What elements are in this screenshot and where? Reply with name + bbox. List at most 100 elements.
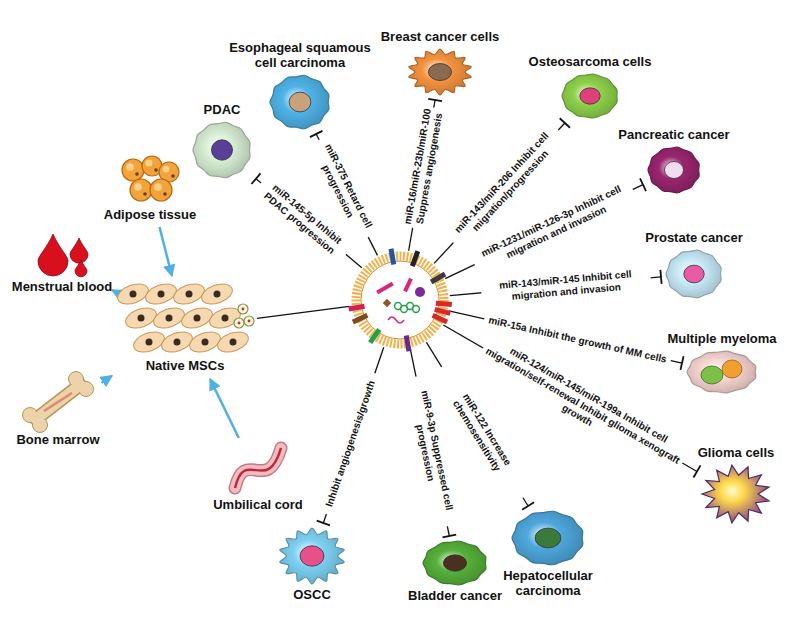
msc-cell <box>151 304 187 332</box>
msc-nucleus <box>186 291 193 298</box>
membrane-protein <box>410 250 420 267</box>
membrane-protein <box>352 313 369 324</box>
inhibit-bar <box>560 118 570 128</box>
vesicle-cargo <box>242 308 245 311</box>
cargo <box>415 287 425 297</box>
inhibit-bar <box>694 465 701 477</box>
msc-cell <box>187 328 223 356</box>
blood-drop <box>75 260 87 277</box>
cell-body <box>409 49 471 95</box>
bone-outline <box>36 385 80 419</box>
node-label: Adipose tissue <box>104 208 196 223</box>
nucleus <box>289 92 311 112</box>
bone-shaft <box>36 385 80 419</box>
inhibit-bar <box>640 178 646 191</box>
cell-body <box>270 75 329 129</box>
cell-figure <box>510 509 586 567</box>
membrane-protein <box>389 248 397 265</box>
cord-figure <box>227 440 289 496</box>
inhibit-bar <box>660 270 661 284</box>
source-node: Adipose tissue <box>104 154 196 225</box>
node-label: Esophageal squamous cell carcinoma <box>220 41 380 71</box>
vesicle <box>234 318 244 328</box>
source-node: Bone marrow <box>16 373 99 450</box>
fat-highlight <box>146 160 153 167</box>
cell-body <box>562 74 617 118</box>
connector-arrow <box>160 227 172 276</box>
fat-highlight <box>154 183 162 191</box>
msc-nucleus <box>146 339 153 346</box>
inhibit-bar <box>428 99 442 101</box>
connector-arrow <box>112 290 114 291</box>
cell-figure <box>421 539 489 587</box>
inhibit-bar <box>317 521 330 526</box>
msc-node: Native MSCs <box>115 279 255 376</box>
adipose-figure <box>119 154 181 206</box>
connector-arrow <box>257 306 349 318</box>
cell-body <box>512 511 583 565</box>
msc-cell <box>215 328 251 356</box>
connector-arrow <box>210 379 239 438</box>
msc-nucleus <box>194 315 201 322</box>
fat-cell <box>150 179 172 201</box>
fat-highlight <box>134 183 142 191</box>
mm-figure <box>685 349 759 395</box>
edge-label: miR-143/miR-145 Inhibit cell migration a… <box>480 266 651 304</box>
exosome-node <box>348 248 452 352</box>
exosome-membrane <box>356 256 444 344</box>
cancer-cell-node: Pancreatic cancer <box>618 126 729 195</box>
node-label: Pancreatic cancer <box>618 128 729 143</box>
fat-highlight <box>126 163 134 171</box>
fat-nucleus <box>163 192 167 196</box>
membrane-protein <box>404 335 412 352</box>
cord-vessel <box>235 448 281 488</box>
cord-outline <box>235 448 281 488</box>
msc-nucleus <box>230 339 237 346</box>
cancer-cell-node: Osteosarcoma cells <box>529 53 652 120</box>
cargo <box>403 278 413 292</box>
node-label: Glioma cells <box>698 446 775 461</box>
cell-body <box>666 250 721 298</box>
blood-drop <box>70 238 88 263</box>
node-label: Multiple myeloma <box>667 332 776 347</box>
cancer-cell-node: OSCC <box>277 526 347 605</box>
nucleus <box>580 88 600 104</box>
msc-cell <box>115 280 151 308</box>
cell-body <box>423 541 486 585</box>
msc-cell <box>143 280 179 308</box>
cell-figure <box>268 73 332 131</box>
inhibit-bar <box>443 535 457 538</box>
cargo-rna <box>388 317 404 323</box>
cell-figure <box>191 120 253 180</box>
nucleus <box>428 64 451 81</box>
msc-nucleus <box>202 339 209 346</box>
node-label: Prostate cancer <box>645 231 743 246</box>
fat-nucleus <box>154 168 158 172</box>
membrane-protein <box>430 272 446 284</box>
nucleus <box>300 546 324 566</box>
msc-cell <box>131 328 167 356</box>
msc-nucleus <box>138 315 145 322</box>
cell-body <box>280 528 344 584</box>
cell-body <box>687 351 756 393</box>
nucleus <box>211 140 232 160</box>
cell-figure <box>277 526 347 586</box>
inhibit-bar <box>680 356 683 370</box>
cell-body <box>702 465 769 523</box>
exo-figure <box>348 248 452 352</box>
edge-label: Inhibit angiogenesis/growth <box>321 372 380 516</box>
inhibit-bar <box>251 173 260 184</box>
cancer-cell-node: Esophageal squamous cell carcinoma <box>220 39 380 131</box>
msc-nucleus <box>214 291 221 298</box>
fat-highlight <box>163 166 170 173</box>
cancer-cell-node: Bladder cancer <box>408 539 502 606</box>
vesicle-cargo <box>248 320 251 323</box>
vesicle-cargo <box>238 322 241 325</box>
msc-nucleus <box>166 315 173 322</box>
fat-cell <box>122 159 144 181</box>
vesicle <box>238 304 248 314</box>
membrane-protein <box>368 328 381 344</box>
cancer-cell-node: Hepatocellular carcinoma <box>483 509 613 601</box>
cargo <box>376 282 394 294</box>
